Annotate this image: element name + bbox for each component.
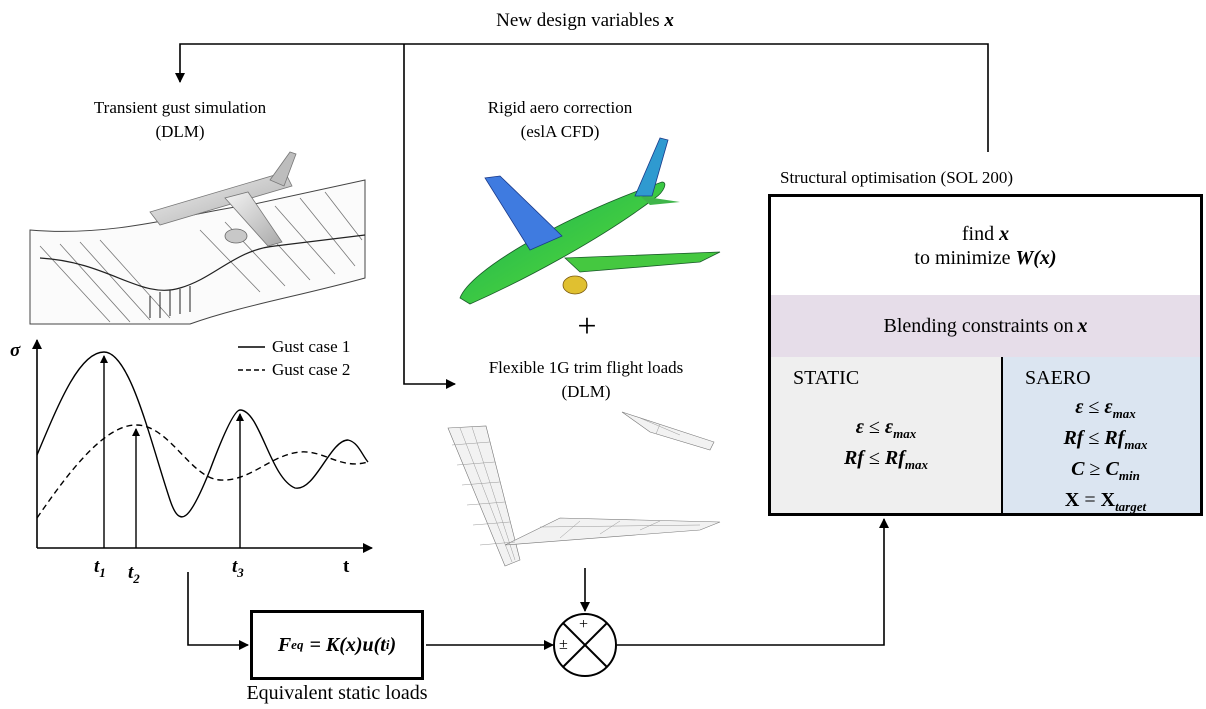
junction-top-sign: +	[579, 616, 589, 633]
tick-t2: t2	[128, 562, 140, 586]
plus-sign: +	[577, 308, 597, 345]
optimisation-title: Structural optimisation (SOL 200)	[780, 168, 1014, 187]
saero-constraint-strain: ε ≤ εmax	[1075, 396, 1136, 421]
equivalent-loads-caption: Equivalent static loads	[246, 682, 428, 704]
static-header: STATIC	[793, 367, 860, 389]
tick-t1: t1	[94, 556, 106, 580]
summing-junction	[553, 613, 617, 677]
gust-simulation-title: Transient gust simulation	[93, 98, 267, 117]
aero-correction-title: Rigid aero correction	[487, 98, 633, 117]
gust-simulation-illustration	[29, 151, 366, 325]
flexible-loads-method: (DLM)	[561, 382, 611, 401]
static-constraints: ε ≤ εmax Rf ≤ Rfmax	[811, 415, 961, 477]
gust-case-2-curve	[36, 424, 369, 519]
objective-minimize: to minimize W(x)	[914, 247, 1057, 269]
flexible-loads-title: Flexible 1G trim flight loads	[488, 358, 684, 377]
cfd-aircraft-illustration	[459, 137, 721, 305]
objective-find: find x	[961, 223, 1010, 245]
saero-section: SAERO ε ≤ εmax Rf ≤ Rfmax C ≥ Cmin X = X…	[1003, 357, 1200, 514]
static-constraint-strain: ε ≤ εmax	[855, 416, 917, 441]
gust-case-1-curve	[36, 351, 369, 518]
gust-simulation-method: (DLM)	[155, 122, 205, 141]
plot-y-label: σ	[10, 340, 21, 361]
saero-constraints: ε ≤ εmax Rf ≤ Rfmax C ≥ Cmin X = Xtarget	[1023, 395, 1188, 519]
saero-constraint-rf: Rf ≤ Rfmax	[1063, 427, 1148, 452]
blending-section: Blending constraints on x	[771, 295, 1200, 359]
aero-correction-method: (eslA CFD)	[520, 122, 600, 141]
gust-response-plot	[32, 339, 373, 553]
load-path-arrows	[187, 518, 889, 650]
top-label: New design variables x	[496, 10, 674, 31]
plot-x-label: t	[343, 556, 350, 577]
junction-left-sign: ±	[559, 636, 568, 653]
tick-t3: t3	[232, 556, 244, 580]
legend-gust-case-2: Gust case 2	[272, 360, 351, 379]
legend-gust-case-1: Gust case 1	[272, 337, 351, 356]
saero-constraint-c: C ≥ Cmin	[1071, 458, 1140, 483]
saero-header: SAERO	[1025, 367, 1091, 389]
static-section: STATIC ε ≤ εmax Rf ≤ Rfmax	[771, 357, 1003, 513]
feedback-loop-arrows	[175, 43, 989, 389]
optimisation-box: find x to minimize W(x) Blending constra…	[768, 194, 1203, 516]
flexible-wing-meshes	[447, 411, 721, 567]
saero-constraint-x: X = Xtarget	[1064, 489, 1147, 514]
objective-section: find x to minimize W(x)	[771, 197, 1200, 297]
static-constraint-rf: Rf ≤ Rfmax	[843, 447, 929, 472]
